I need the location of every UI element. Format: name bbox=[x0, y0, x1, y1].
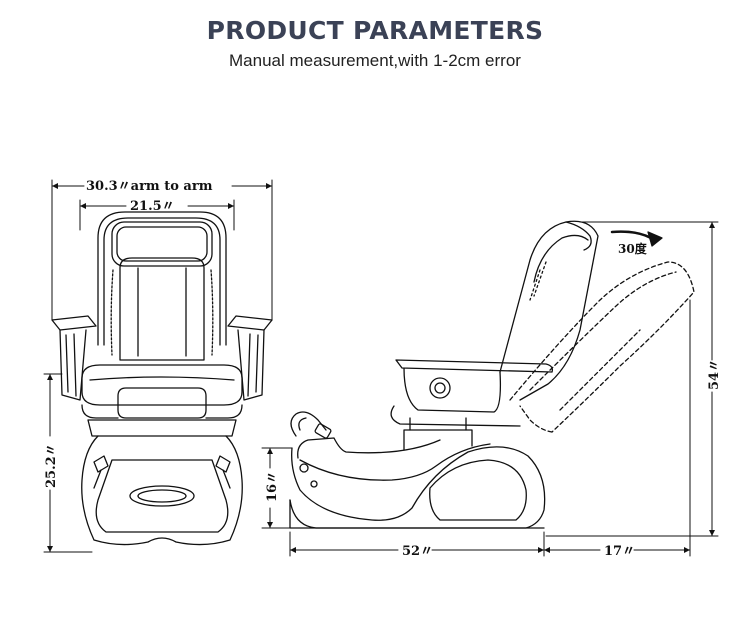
dim-front-height: 25.2〃 bbox=[44, 443, 59, 488]
dim-seat-width: 21.5〃 bbox=[130, 199, 175, 214]
dim-recline-angle: 30度 bbox=[618, 241, 648, 256]
dim-length-base: 52〃 bbox=[402, 544, 433, 559]
dim-total-height: 54〃 bbox=[707, 359, 722, 390]
dim-arm-to-arm: 30.3〃arm to arm bbox=[86, 179, 213, 194]
page-title: PRODUCT PARAMETERS bbox=[206, 16, 544, 45]
page-subtitle: Manual measurement,with 1-2cm error bbox=[229, 51, 521, 70]
dim-length-recline: 17〃 bbox=[604, 544, 635, 559]
side-view bbox=[261, 220, 719, 557]
dim-basin-height: 16〃 bbox=[265, 471, 280, 502]
front-view bbox=[43, 179, 273, 553]
